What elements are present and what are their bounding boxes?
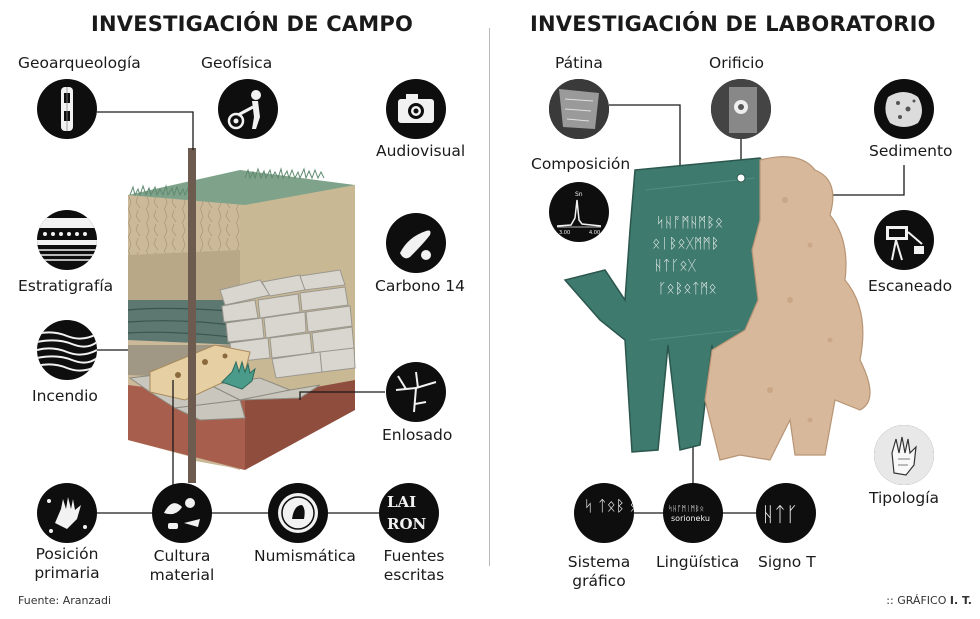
label-sediment: Sedimento <box>869 142 953 160</box>
label-linguistics: Lingüística <box>656 553 740 571</box>
label-fire: Incendio <box>32 387 98 405</box>
label-numismatics: Numismática <box>254 547 356 565</box>
graphic-credit: :: GRÁFICO I. T. <box>886 594 972 607</box>
graphic-system-icon: ᛋ ᛏᛟᛒ ᛟ <box>574 483 634 543</box>
layer-stratum-1 <box>128 250 240 300</box>
hand-orifice <box>736 173 746 183</box>
scanner-icon <box>874 210 934 270</box>
svg-text:ᚺᛏᚴ: ᚺᛏᚴ <box>762 502 798 526</box>
stratigraphy-icon <box>37 210 97 270</box>
svg-text:LAI: LAI <box>387 493 416 511</box>
audiovisual-camera-icon <box>386 79 446 139</box>
fire-texture-icon <box>37 320 97 380</box>
svg-text:Sn: Sn <box>575 191 583 198</box>
orifice-icon <box>711 79 771 139</box>
svg-text:ᛋᚺᚩᛗᚺᛗᛒᛟ: ᛋᚺᚩᛗᚺᛗᛒᛟ <box>656 215 723 231</box>
label-audiovisual: Audiovisual <box>376 142 466 160</box>
svg-text:RON: RON <box>387 515 427 533</box>
material-culture-icon <box>152 483 212 543</box>
probe-pole <box>188 148 196 483</box>
bronze-hand-small <box>221 360 256 390</box>
patina-icon <box>549 79 609 139</box>
label-scanned: Escaneado <box>868 277 953 295</box>
label-composition: Composición <box>531 155 631 173</box>
grass-top <box>128 170 355 205</box>
label-material-culture: Cultura material <box>149 547 215 584</box>
svg-text:ᛟᛁᛒᛟᚷᛗᛗᛒ: ᛟᛁᛒᛟᚷᛗᛗᛒ <box>652 236 719 252</box>
sediment-icon <box>874 79 934 139</box>
numismatics-coin-icon <box>268 483 328 543</box>
field-research-title: INVESTIGACIÓN DE CAMPO <box>91 12 413 36</box>
label-primary-position: Posición primaria <box>34 545 100 582</box>
typology-hand-icon <box>874 425 934 485</box>
label-typology: Tipología <box>869 489 940 507</box>
clay-base-side <box>245 380 355 470</box>
label-orifice: Orificio <box>709 54 764 72</box>
svg-text:3.00: 3.00 <box>559 230 570 236</box>
primary-position-hand-icon <box>37 483 97 543</box>
svg-text:4.00: 4.00 <box>589 230 600 236</box>
paving-icon <box>386 362 446 422</box>
section-divider <box>489 28 490 566</box>
label-graphic-system: Sistema gráfico <box>567 553 631 590</box>
svg-text:ᛋᚺᚩᛗᛁᛗᛒᛟ: ᛋᚺᚩᛗᛁᛗᛒᛟ <box>668 504 704 513</box>
credit-author: I. T. <box>949 594 972 607</box>
label-carbon14: Carbono 14 <box>375 277 465 295</box>
svg-text:sorioneku: sorioneku <box>671 514 710 523</box>
sediment-crust <box>704 156 871 461</box>
svg-text:ᛋ ᛏᛟᛒ ᛟ: ᛋ ᛏᛟᛒ ᛟ <box>584 497 634 515</box>
sign-t-icon: ᚺᛏᚴ <box>756 483 816 543</box>
stone-wall <box>219 269 356 379</box>
svg-text:ᚺᛏᚴᛟᚷ: ᚺᛏᚴᛟᚷ <box>654 258 697 274</box>
label-patina: Pátina <box>555 54 603 72</box>
label-paving: Enlosado <box>382 426 453 444</box>
lab-research-title: INVESTIGACIÓN DE LABORATORIO <box>530 12 936 36</box>
layer-dark-stratum <box>128 300 240 345</box>
label-written-sources: Fuentes escritas <box>383 547 445 584</box>
label-geophysics: Geofísica <box>201 54 273 72</box>
geoarchaeology-icon <box>37 79 97 139</box>
credit-prefix: :: GRÁFICO <box>886 594 947 607</box>
label-stratigraphy: Estratigrafía <box>18 277 114 295</box>
label-geoarchaeology: Geoarqueología <box>18 54 141 72</box>
carbon14-bone-icon <box>386 213 446 273</box>
source-note: Fuente: Aranzadi <box>18 594 112 607</box>
svg-text:ᚴᛟᛒᛟᛏᛗᛟ: ᚴᛟᛒᛟᛏᛗᛟ <box>658 281 717 297</box>
composition-spectrum-icon: Sn 3.00 4.00 <box>549 182 609 242</box>
geophysics-icon <box>218 79 278 139</box>
hand-inscription: ᛋᚺᚩᛗᚺᛗᛒᛟ ᛟᛁᛒᛟᚷᛗᛗᛒ ᚺᛏᚴᛟᚷ ᚴᛟᛒᛟᛏᛗᛟ <box>652 215 723 297</box>
label-sign-t: Signo T <box>758 553 816 571</box>
written-sources-icon: LAI RON <box>379 483 439 543</box>
